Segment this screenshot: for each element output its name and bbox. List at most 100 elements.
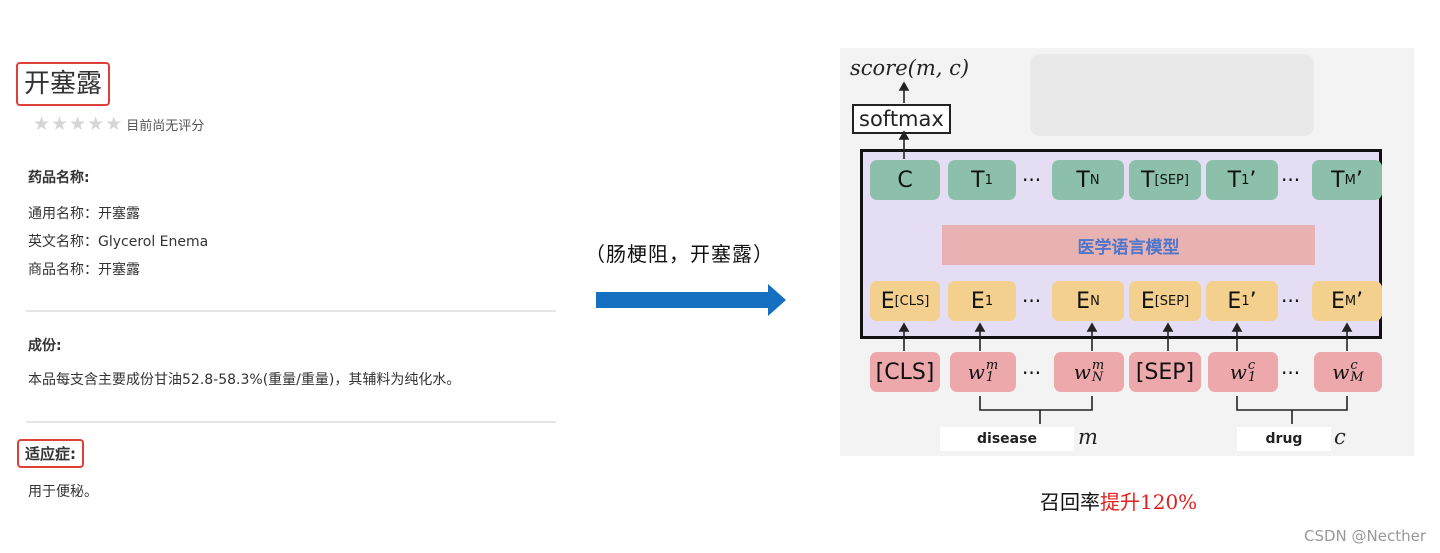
connector-lines: [898, 81, 1353, 424]
query-pair: （肠梗阻，开塞露）: [585, 242, 774, 266]
embedding-token-cls: E[CLS]: [870, 281, 940, 321]
output-token-tsep: T[SEP]: [1129, 160, 1201, 200]
ellipsis: ···: [1022, 289, 1042, 313]
star-icon[interactable]: ★: [33, 113, 51, 135]
token-main: T: [1227, 167, 1242, 193]
token-main: T: [971, 167, 985, 193]
token-main: E: [1076, 288, 1091, 314]
token-sup: c: [1350, 358, 1358, 373]
token-sub: 1: [1241, 172, 1250, 188]
ellipsis: ···: [1281, 168, 1301, 192]
recall-highlight: 提升120%: [1100, 490, 1198, 514]
drug-info-panel: 开塞露 ★ ★ ★ ★ ★ 目前尚无评分 药品名称: 通用名称：开塞露 英文名称…: [0, 0, 560, 553]
ellipsis: ···: [1281, 361, 1301, 385]
disease-variable: m: [1078, 425, 1098, 449]
token-main: w: [967, 360, 985, 384]
english-name: 英文名称：Glycerol Enema: [28, 234, 209, 250]
generic-name: 通用名称：开塞露: [28, 206, 140, 222]
token-sub: 1: [1241, 293, 1250, 309]
embedding-token-esep: E[SEP]: [1129, 281, 1201, 321]
star-icon[interactable]: ★: [105, 113, 123, 135]
token-main: C: [897, 167, 913, 193]
token-sub: M: [1344, 172, 1356, 188]
drug-title: 开塞露: [16, 62, 111, 106]
token-main: [SEP]: [1135, 359, 1195, 385]
indication-heading: 适应症:: [17, 439, 84, 468]
star-icon[interactable]: ★: [87, 113, 105, 135]
ingredients-text: 本品每支含主要成份甘油52.8-58.3%(重量/重量)，其辅料为纯化水。: [28, 372, 461, 388]
drug-name-heading: 药品名称:: [28, 170, 90, 186]
token-main: E: [1227, 288, 1242, 314]
token-sub: [CLS]: [894, 293, 930, 309]
recall-prefix: 召回率: [1040, 490, 1100, 514]
token-sub: 1: [984, 293, 994, 309]
divider: [26, 310, 556, 312]
token-suffix: ’: [1249, 167, 1257, 193]
input-token-cls: [CLS]: [870, 352, 940, 392]
drug-label: drug: [1237, 427, 1331, 451]
softmax-box: softmax: [852, 104, 951, 134]
model-diagram: score(m, c) softmax: [840, 48, 1414, 456]
token-main: w: [1332, 360, 1350, 384]
token-sub: [SEP]: [1154, 293, 1190, 309]
recall-improvement: 召回率提升120%: [1040, 486, 1197, 515]
token-sub: N: [1091, 370, 1104, 385]
token-suffix: ’: [1355, 167, 1363, 193]
token-main: E: [970, 288, 985, 314]
score-label: score(m, c): [850, 56, 970, 80]
token-main: w: [1229, 360, 1247, 384]
token-main: T: [1331, 167, 1345, 193]
token-sub: 1: [984, 172, 993, 188]
divider: [26, 421, 556, 423]
token-sub: N: [1089, 172, 1100, 188]
token-sub: [SEP]: [1154, 172, 1189, 188]
token-sup: m: [1091, 358, 1105, 373]
rating-text: 目前尚无评分: [126, 118, 205, 134]
disease-label: disease: [940, 427, 1074, 451]
token-sub: 1: [1247, 370, 1257, 385]
ellipsis: ···: [1022, 168, 1042, 192]
token-main: E: [880, 288, 895, 314]
token-main: T: [1141, 167, 1155, 193]
indication-text: 用于便秘。: [28, 484, 98, 500]
input-token-sep: [SEP]: [1129, 352, 1201, 392]
token-suffix: ’: [1249, 288, 1257, 314]
trade-name: 商品名称：开塞露: [28, 262, 140, 278]
token-sup: c: [1247, 358, 1256, 373]
drug-variable: c: [1334, 425, 1346, 449]
medical-language-model-bar: 医学语言模型: [942, 225, 1315, 265]
token-sub: N: [1090, 293, 1100, 309]
rating-stars[interactable]: ★ ★ ★ ★ ★ 目前尚无评分: [33, 114, 204, 134]
right-arrow-icon: [596, 284, 786, 316]
blank-panel: [1030, 54, 1314, 136]
output-token-c: C: [870, 160, 940, 200]
token-sub: M: [1344, 293, 1357, 309]
watermark: CSDN @Necther: [1303, 527, 1426, 545]
star-icon[interactable]: ★: [69, 113, 87, 135]
token-main: [CLS]: [875, 359, 935, 385]
token-suffix: ’: [1356, 288, 1364, 314]
token-main: E: [1330, 288, 1345, 314]
ellipsis: ···: [1022, 361, 1042, 385]
token-sub: M: [1350, 370, 1364, 385]
token-sub: 1: [985, 370, 995, 385]
ellipsis: ···: [1281, 289, 1301, 313]
token-main: E: [1140, 288, 1155, 314]
token-main: T: [1076, 167, 1090, 193]
ingredients-heading: 成份:: [28, 338, 62, 354]
star-icon[interactable]: ★: [51, 113, 69, 135]
token-main: w: [1073, 360, 1091, 384]
token-sup: m: [985, 358, 999, 373]
